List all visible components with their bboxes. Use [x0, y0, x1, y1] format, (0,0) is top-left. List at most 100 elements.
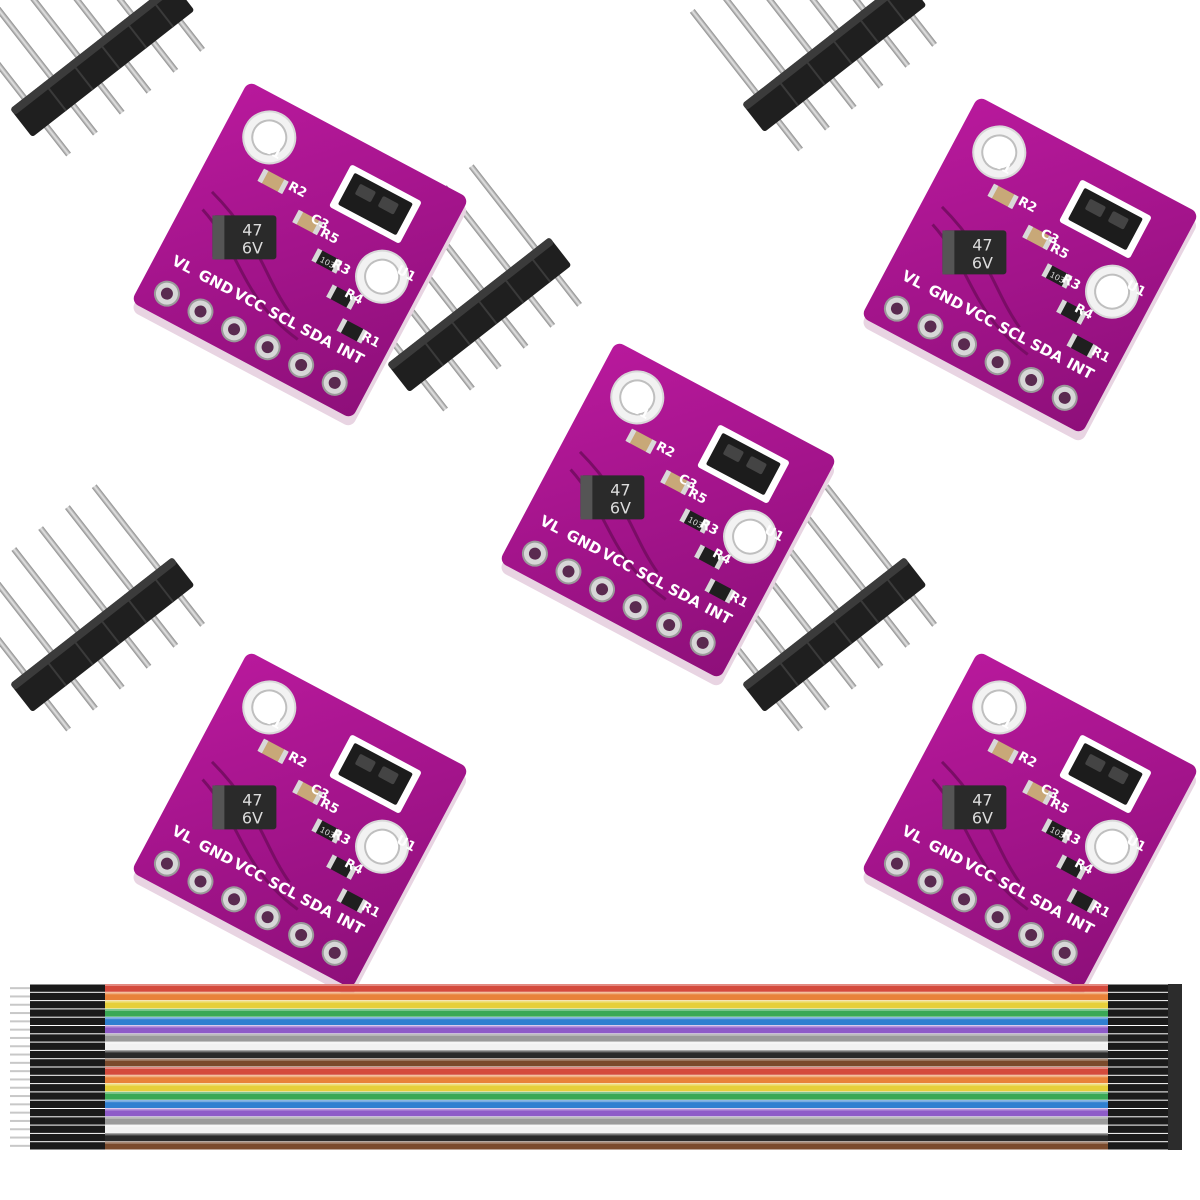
- connector-pin: [10, 1119, 30, 1122]
- connector-pin: [10, 1111, 30, 1114]
- left-dupont-connector: [30, 992, 105, 1001]
- jumper-wire: [105, 1100, 1108, 1108]
- left-dupont-connector: [30, 1109, 105, 1117]
- right-dupont-connector: [1108, 1133, 1168, 1142]
- header-pin-short: [526, 294, 556, 328]
- header-pin-short: [500, 314, 529, 349]
- header-pin-short: [553, 273, 582, 307]
- connector-pin: [10, 1095, 30, 1098]
- right-dupont-connector: [1108, 1050, 1168, 1059]
- connector-pin: [10, 1061, 30, 1064]
- header-pin-short: [774, 117, 803, 152]
- left-dupont-connector: [30, 1092, 105, 1100]
- connector-pin: [10, 1086, 30, 1089]
- header-pin-short: [42, 122, 71, 157]
- jumper-wire: [105, 1000, 1108, 1009]
- left-dupont-connector: [30, 1042, 105, 1050]
- header-pin-short: [149, 39, 179, 73]
- pin-header: [689, 484, 937, 732]
- header-pin: [743, 0, 816, 58]
- jumper-wire: [105, 1025, 1108, 1034]
- jumper-wire: [105, 1083, 1108, 1092]
- header-pin: [11, 0, 84, 63]
- jumper-wire: [105, 1017, 1108, 1025]
- header-pin: [11, 547, 84, 638]
- jumper-wire: [105, 1050, 1108, 1059]
- right-dupont-connector: [1108, 1142, 1168, 1150]
- capacitor-voltage: 6V: [972, 253, 993, 272]
- sensor-chip: [1068, 188, 1143, 250]
- connector-pin: [10, 1103, 30, 1106]
- right-dupont-connector: [1108, 984, 1168, 992]
- header-pin: [0, 0, 58, 84]
- right-dupont-connector: [1108, 1075, 1168, 1084]
- sensor-chip: [338, 173, 413, 235]
- capacitor-voltage: 6V: [242, 808, 263, 827]
- jumper-wire: [105, 1091, 1108, 1100]
- right-dupont-connector: [1108, 1117, 1168, 1125]
- capacitor-voltage: 6V: [242, 238, 263, 257]
- header-pin: [0, 589, 31, 680]
- right-dupont-connector: [1108, 1017, 1168, 1025]
- sensor-chip: [338, 743, 413, 805]
- header-pin: [689, 9, 763, 100]
- connector-pin: [10, 1028, 30, 1031]
- jumper-wire: [105, 1108, 1108, 1117]
- pcb-board: [863, 653, 1197, 987]
- jumper-wire: [105, 1133, 1108, 1142]
- capacitor-value: 47: [972, 790, 992, 809]
- right-dupont-connector: [1108, 992, 1168, 1001]
- header-pin: [823, 484, 897, 575]
- pin-headers: [0, 0, 937, 732]
- header-pin-short: [69, 101, 98, 136]
- jumper-wire: [105, 1075, 1108, 1084]
- right-dupont-connector: [1108, 1042, 1168, 1050]
- pin-header: [689, 0, 937, 152]
- jumper-wire: [105, 992, 1108, 1001]
- pin-header: [0, 484, 205, 732]
- pcb-board: [501, 343, 835, 677]
- pcb-board: [133, 83, 467, 417]
- left-dupont-connector: [30, 1017, 105, 1025]
- sensor-chip: [1068, 743, 1143, 805]
- header-pin: [91, 484, 165, 575]
- left-dupont-connector: [30, 1059, 105, 1067]
- connector-pin: [10, 1045, 30, 1048]
- header-pin-short: [473, 335, 502, 370]
- connector-pin: [10, 1036, 30, 1039]
- left-dupont-connector: [30, 1133, 105, 1142]
- header-pin-short: [801, 676, 830, 711]
- right-dupont-connector: [1108, 1059, 1168, 1067]
- connector-pin: [10, 1020, 30, 1023]
- connector-pin: [10, 995, 30, 998]
- pin-header: [0, 0, 205, 157]
- header-pin-short: [149, 614, 179, 648]
- sensor-modules: 476V103C1R2C3R5R3R4U1R1VLGNDVCCSCLSDAINT…: [133, 83, 1197, 996]
- right-dupont-connector: [1108, 1092, 1168, 1100]
- header-pin-short: [855, 54, 884, 89]
- header-pin: [716, 0, 790, 79]
- sensor-chip: [706, 433, 781, 495]
- capacitor-value: 47: [242, 220, 262, 239]
- jumper-wire: [105, 1033, 1108, 1042]
- left-dupont-connector: [30, 1100, 105, 1108]
- header-pin-short: [855, 634, 884, 669]
- header-pin: [0, 568, 58, 659]
- header-pin-short: [908, 593, 937, 627]
- header-pin: [38, 526, 111, 617]
- capacitor-voltage: 6V: [972, 808, 993, 827]
- header-pin-short: [446, 356, 475, 391]
- jumper-wire: [105, 984, 1108, 992]
- left-dupont-connector: [30, 1075, 105, 1084]
- left-dupont-connector: [30, 1067, 105, 1075]
- header-pin: [0, 14, 31, 105]
